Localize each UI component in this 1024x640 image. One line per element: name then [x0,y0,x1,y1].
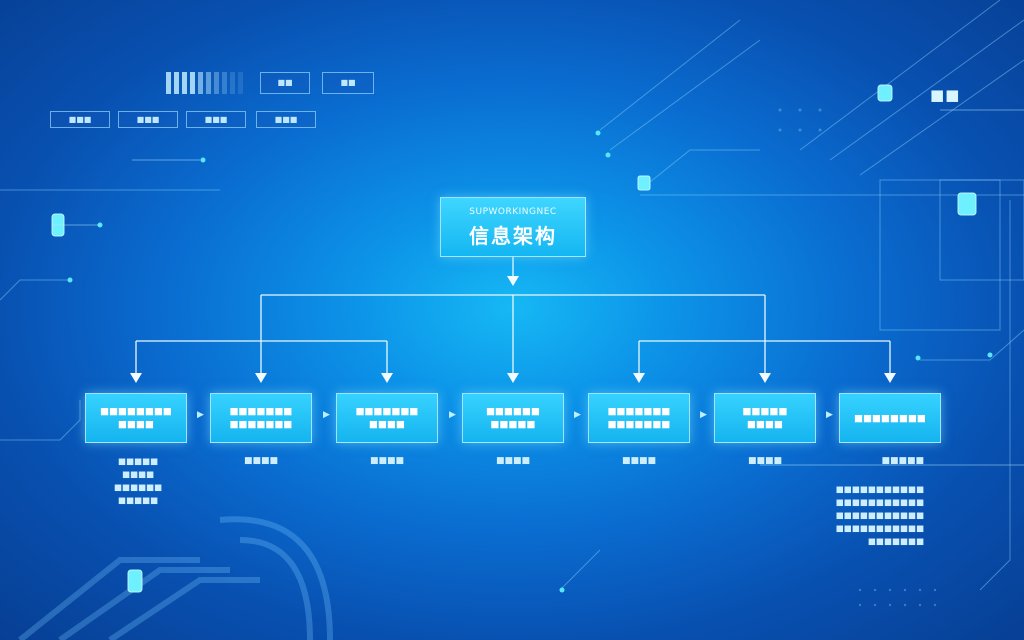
node-4-line-2: ■■■■■ [490,419,536,430]
arrow-node-2 [255,373,267,383]
node-5-line-1: ■■■■■■■ [607,406,671,417]
node-3-caption: ■■■■ [369,456,404,466]
arrow-node-1 [130,373,142,383]
chevron-right-icon: ▶ [700,410,707,420]
child-node-2[interactable]: ■■■■■■■ ■■■■■■■ [210,393,312,443]
right-list-item: ■■■■■■■■■■■ [835,498,924,508]
node-6-line-1: ■■■■■ [742,406,788,417]
left-list-item: ■■■■ [121,470,155,480]
left-list-item: ■■■■■ [117,496,159,506]
filter-tab-4[interactable]: ■■■ [256,111,316,128]
node-4-caption: ■■■■ [495,456,530,466]
node-3-line-1: ■■■■■■■ [355,406,419,417]
node-6-caption: ■■■■ [747,456,782,466]
node-2-line-1: ■■■■■■■ [229,406,293,417]
hud-label: ■■ [930,86,961,104]
root-node[interactable]: SUPWORKINGNEC 信息架构 [440,197,586,257]
node-2-caption: ■■■■ [243,456,278,466]
arrow-node-7 [884,373,896,383]
node-5-line-2: ■■■■■■■ [607,419,671,430]
chevron-right-icon: ▶ [449,410,456,420]
child-node-7[interactable]: ■■■■■■■■ [839,393,941,443]
filter-tab-3[interactable]: ■■■ [186,111,246,128]
node-6-line-2: ■■■■ [747,419,783,430]
filter-tab-2[interactable]: ■■■ [118,111,178,128]
child-node-6[interactable]: ■■■■■ ■■■■ [714,393,816,443]
arrow-node-6 [759,373,771,383]
right-list-item: ■■■■■■■■■■■ [835,524,924,534]
arrow-root [507,276,519,286]
arrow-node-3 [381,373,393,383]
node-7-line-1: ■■■■■■■■ [854,412,926,424]
root-subtitle: SUPWORKINGNEC [469,207,557,217]
arrow-node-4 [507,373,519,383]
node-1-line-2: ■■■■ [118,419,154,430]
node-2-line-2: ■■■■■■■ [229,419,293,430]
child-node-3[interactable]: ■■■■■■■ ■■■■ [336,393,438,443]
chevron-right-icon: ▶ [826,410,833,420]
node-3-line-2: ■■■■ [369,419,405,430]
left-detail-list: ■■■■■ ■■■■ ■■■■■■ ■■■■■ [106,456,170,508]
chevron-right-icon: ▶ [197,410,204,420]
left-list-item: ■■■■■ [117,457,159,467]
filter-tab-1[interactable]: ■■■ [50,111,110,128]
node-7-caption: ■■■■■ [881,456,924,466]
right-list-item: ■■■■■■■■■■■ [835,511,924,521]
top-tab-1[interactable]: ■■ [260,72,310,94]
chevron-right-icon: ▶ [323,410,330,420]
chevron-right-icon: ▶ [574,410,581,420]
root-title: 信息架构 [469,224,557,248]
node-5-caption: ■■■■ [621,456,656,466]
arrow-node-5 [633,373,645,383]
right-list-item: ■■■■■■■ [867,537,924,547]
child-node-4[interactable]: ■■■■■■ ■■■■■ [462,393,564,443]
right-detail-list: ■■■■■■■■■■■ ■■■■■■■■■■■ ■■■■■■■■■■■ ■■■■… [834,484,924,549]
child-node-1[interactable]: ■■■■■■■■ ■■■■ [85,393,187,443]
right-list-item: ■■■■■■■■■■■ [835,485,924,495]
node-4-line-1: ■■■■■■ [486,406,540,417]
top-tab-2[interactable]: ■■ [322,72,374,94]
left-list-item: ■■■■■■ [113,483,163,493]
child-node-5[interactable]: ■■■■■■■ ■■■■■■■ [588,393,690,443]
node-1-line-1: ■■■■■■■■ [100,406,172,417]
